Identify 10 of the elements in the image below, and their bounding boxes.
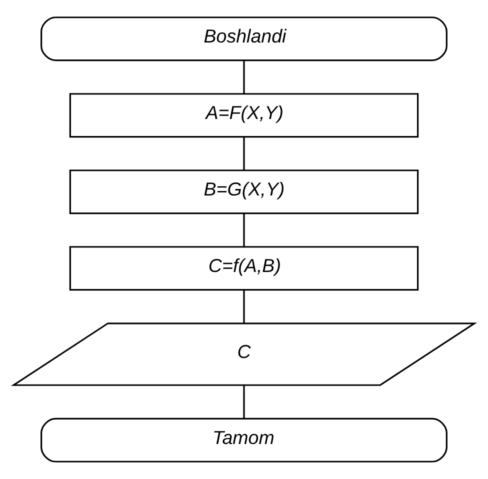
connector: [243, 385, 245, 418]
node-box: B=G(X,Y): [69, 170, 419, 214]
node-box: C=f(A,B): [69, 246, 419, 291]
connector: [243, 213, 245, 247]
connector: [243, 60, 245, 94]
node-box: A=F(X,Y): [69, 93, 419, 138]
connector: [243, 136, 245, 170]
node-box: Tamom: [40, 418, 448, 462]
connector: [243, 290, 245, 324]
node-box: Boshlandi: [40, 16, 448, 62]
